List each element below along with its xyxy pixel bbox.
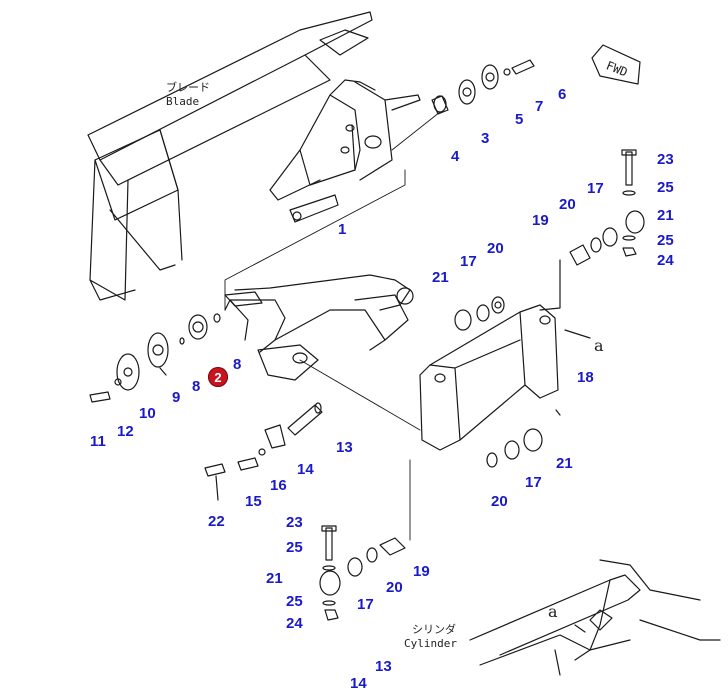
top-pin-stack [431,59,535,115]
callout-number: 25 [657,179,674,196]
callout-number: 10 [139,405,156,422]
bottom-stack [319,525,406,621]
callout-number: 8 [192,378,201,395]
callout-number: 17 [525,474,542,491]
callout-number: 25 [657,232,674,249]
blade-label-jp: ブレード [166,81,210,94]
callout-number: 24 [657,252,674,269]
ref-a-bottom: a [548,602,558,621]
callout-number: 19 [413,563,430,580]
left-pin-stack [89,313,221,403]
callout-number: 3 [481,130,490,147]
callout-number: 22 [208,513,225,530]
blade-assembly [87,11,421,301]
callout-number: 11 [90,433,106,450]
callout-number: 23 [286,514,303,531]
callout-number: 7 [535,98,544,115]
cylinder-label-jp: シリンダ [412,623,456,636]
callout-number: 21 [556,455,573,472]
callout-number: 20 [386,579,403,596]
leader-lines [224,111,441,541]
callout-number: 20 [559,196,576,213]
cylinder-assembly [469,559,721,676]
callout-number: 19 [532,212,549,229]
right-stack [539,149,645,311]
callout-number: 15 [245,493,262,510]
callout-number: 25 [286,593,303,610]
callout-number: 17 [460,253,477,270]
callout-number: 20 [487,240,504,257]
callout-number: 6 [558,86,567,103]
callout-number: 18 [577,369,594,386]
callout-number: 25 [286,539,303,556]
fwd-arrow [591,44,641,85]
highlight-badge: 2 [208,367,228,387]
main-arm [224,274,414,381]
callout-number: 12 [117,423,134,440]
callout-number: 23 [657,151,674,168]
callout-number: 21 [657,207,674,224]
callout-number: 4 [451,148,460,165]
callout-number: 13 [375,658,392,675]
middle-stack [454,296,505,331]
callout-number: 16 [270,477,287,494]
callout-number: 5 [515,111,524,128]
callout-number: 20 [491,493,508,510]
callout-number: 17 [587,180,604,197]
lower-pin-group [204,402,323,501]
callout-number: 24 [286,615,303,632]
callout-number: 21 [432,269,449,286]
link-lower-stack [486,428,543,468]
callout-number: 8 [233,356,242,373]
callout-number: 17 [357,596,374,613]
blade-label-en: Blade [166,95,200,108]
callout-number: 9 [172,389,181,406]
callout-number: 13 [336,439,353,456]
callout-number: 14 [297,461,314,478]
link-18 [419,304,591,451]
callout-number: 1 [338,221,347,238]
cylinder-label-en: Cylinder [404,637,457,650]
callout-number: 21 [266,570,283,587]
ref-a-right: a [594,336,604,355]
